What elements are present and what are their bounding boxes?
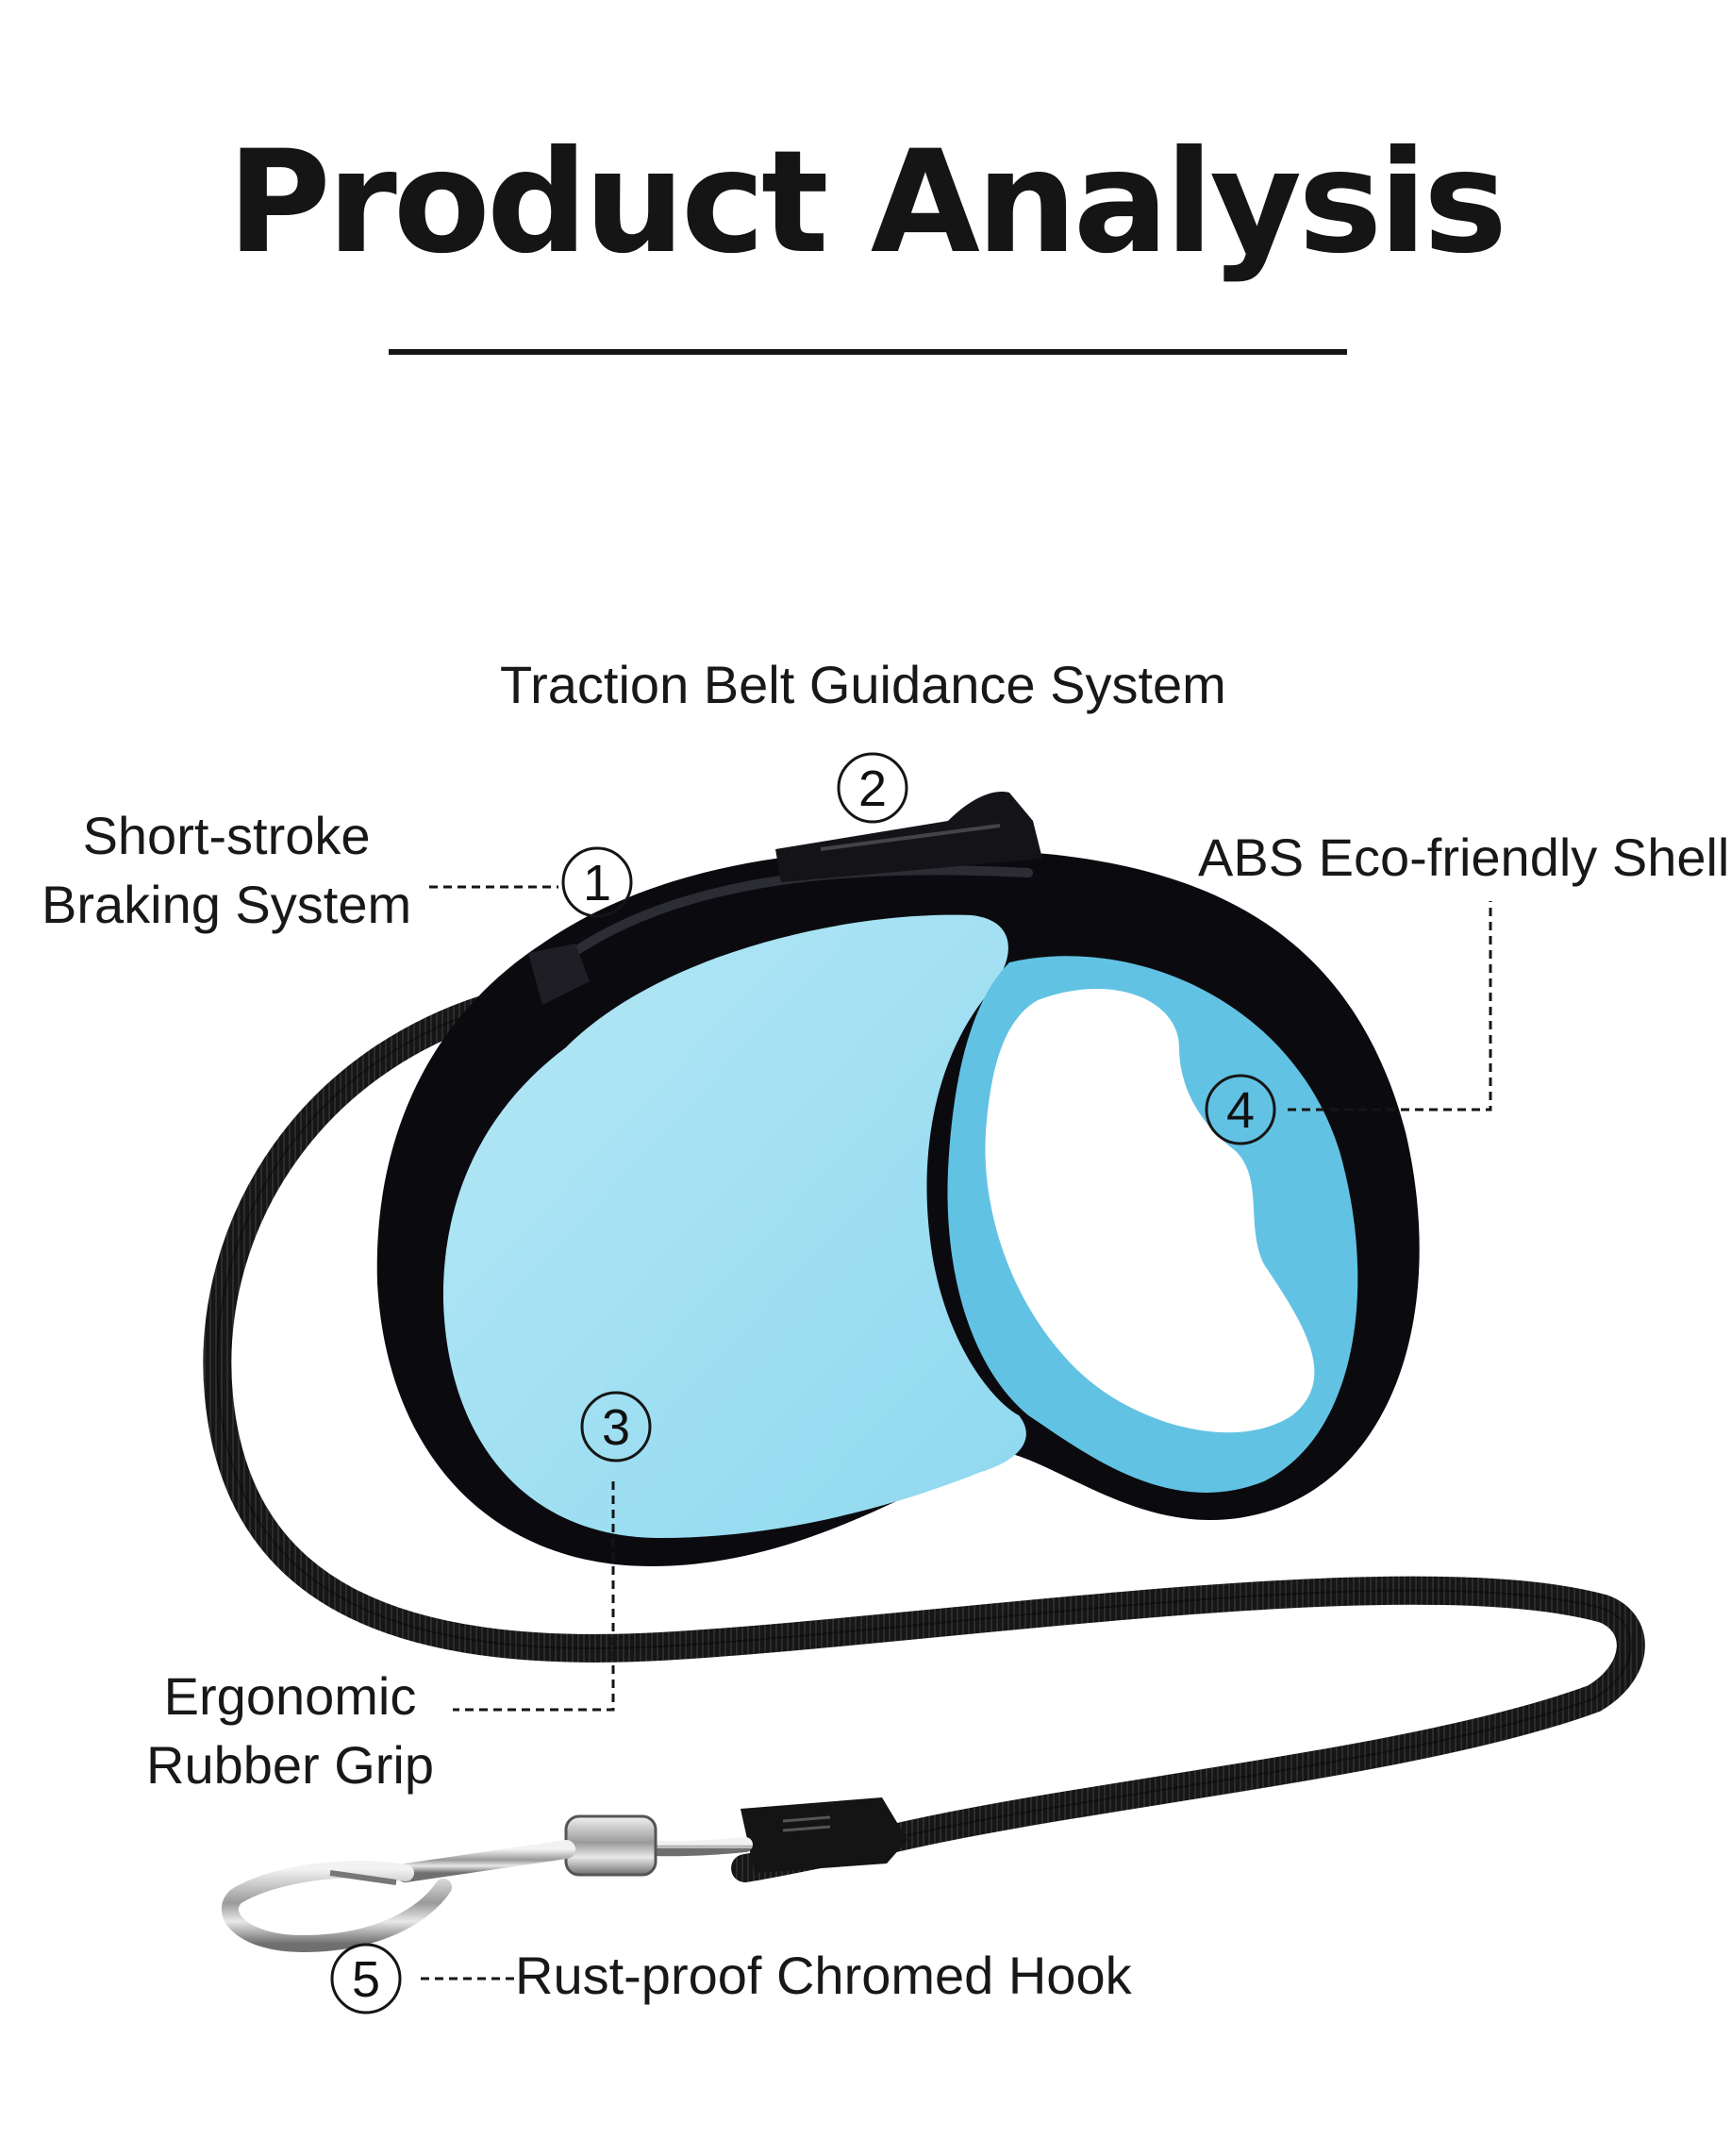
callout-marker-3: 3 <box>580 1391 652 1462</box>
callout-label-4: ABS Eco-friendly Shell <box>1198 827 1730 887</box>
leader-line-4 <box>1288 901 1492 1111</box>
svg-text:5: 5 <box>352 1951 380 2008</box>
svg-text:1: 1 <box>583 855 611 911</box>
svg-text:2: 2 <box>858 760 887 817</box>
callout-label-3: Ergonomic Rubber Grip <box>146 1666 435 1795</box>
title-underline <box>389 349 1347 355</box>
callout-label-5: Rust-proof Chromed Hook <box>515 1946 1132 2005</box>
svg-text:3: 3 <box>602 1399 630 1456</box>
chromed-hook <box>222 1814 753 1953</box>
callout-label-2: Traction Belt Guidance System <box>500 655 1226 714</box>
blue-side-panel <box>442 914 1026 1538</box>
callout-marker-1: 1 <box>561 846 633 918</box>
callout-label-1: Short-stroke Braking System <box>42 806 412 934</box>
leader-line-3 <box>453 1481 615 1712</box>
strap-connector <box>741 1797 907 1873</box>
callout-marker-4: 4 <box>1205 1074 1276 1145</box>
page-title: Product Analysis <box>226 121 1507 285</box>
leash-strap-loop <box>203 984 1645 1854</box>
leash-body <box>376 792 1420 1566</box>
handle-opening <box>985 989 1315 1433</box>
callout-marker-2: 2 <box>837 752 908 824</box>
svg-text:4: 4 <box>1226 1082 1255 1139</box>
brake-lever <box>528 944 590 1005</box>
callout-marker-5: 5 <box>330 1943 402 2014</box>
